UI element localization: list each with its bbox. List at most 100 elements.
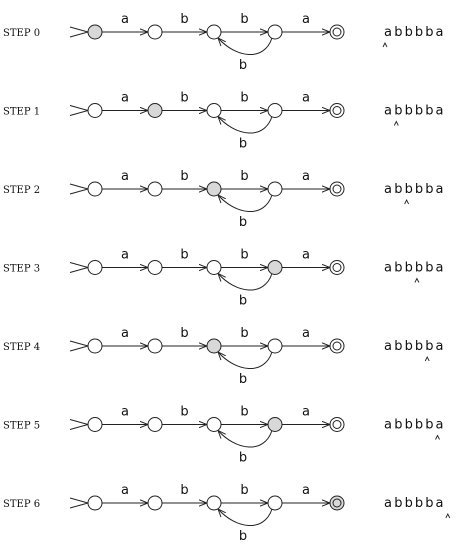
state-node: [267, 338, 283, 354]
start-arrow: [69, 105, 90, 116]
transition-label: b: [239, 372, 247, 387]
step-label: STEP 4: [3, 342, 40, 353]
transition-label: b: [180, 12, 188, 27]
transition-label: b: [240, 248, 248, 263]
state-node: [147, 495, 163, 511]
input-char: b: [425, 25, 433, 40]
transition-label: b: [180, 169, 188, 184]
input-char: a: [384, 261, 392, 276]
transition-label: b: [240, 326, 248, 341]
input-char: b: [415, 339, 423, 354]
input-char: b: [394, 261, 402, 276]
input-char: b: [415, 104, 423, 119]
back-transition-edge: [218, 352, 273, 369]
start-arrow: [69, 497, 90, 509]
back-transition-edge: [218, 117, 273, 134]
state-node: [87, 417, 103, 432]
transition-label: a: [121, 483, 129, 498]
input-char: a: [384, 418, 392, 433]
input-char: b: [405, 418, 413, 433]
input-char: b: [425, 418, 433, 433]
state-node: [147, 417, 163, 432]
start-arrow: [69, 262, 90, 273]
read-head-caret: [404, 198, 410, 205]
final-state-ring: [332, 27, 342, 37]
input-char: a: [436, 25, 444, 40]
state-node: [329, 338, 345, 354]
state-node: [329, 181, 345, 197]
input-char: b: [405, 25, 413, 40]
state-node: [87, 260, 103, 275]
input-char: b: [415, 496, 423, 511]
transition-label: a: [302, 248, 310, 263]
start-arrow: [69, 26, 90, 38]
transition-label: b: [239, 215, 247, 230]
input-char: b: [405, 339, 413, 354]
transition-label: b: [180, 248, 188, 263]
active-state-node: [267, 417, 283, 432]
transition-label: a: [302, 91, 310, 106]
transition-label: b: [180, 405, 188, 420]
input-char: b: [415, 25, 423, 40]
start-arrow: [69, 183, 90, 195]
input-char: a: [384, 104, 392, 119]
input-char: a: [436, 261, 444, 276]
transition-label: b: [240, 483, 248, 498]
state-node: [206, 103, 222, 118]
transition-label: a: [302, 169, 310, 184]
transition-label: a: [302, 483, 310, 498]
input-char: b: [425, 182, 433, 197]
state-node: [87, 103, 103, 118]
state-node: [147, 181, 163, 197]
state-node: [329, 24, 345, 40]
back-transition-edge: [218, 38, 273, 55]
transition-label: b: [180, 91, 188, 106]
transition-label: b: [239, 137, 247, 152]
input-char: b: [415, 418, 423, 433]
active-state-node: [329, 495, 345, 511]
input-char: a: [436, 496, 444, 511]
active-state-node: [147, 103, 163, 118]
input-char: b: [394, 182, 402, 197]
input-char: a: [436, 418, 444, 433]
transition-label: a: [121, 91, 129, 106]
input-char: a: [436, 182, 444, 197]
input-char: b: [405, 261, 413, 276]
final-state-ring: [332, 341, 342, 351]
start-arrow: [69, 419, 90, 430]
state-node: [147, 260, 163, 275]
transition-label: a: [302, 12, 310, 27]
read-head-caret: [393, 120, 399, 126]
state-node: [267, 495, 283, 511]
state-node: [87, 495, 103, 511]
transition-label: b: [180, 483, 188, 498]
input-char: b: [425, 261, 433, 276]
transition-label: a: [121, 169, 129, 184]
input-char: b: [394, 25, 402, 40]
transition-label: b: [240, 91, 248, 106]
back-transition-edge: [218, 509, 273, 526]
final-state-ring: [332, 498, 342, 508]
start-arrow: [69, 340, 90, 352]
transition-label: b: [240, 169, 248, 184]
input-char: a: [384, 25, 392, 40]
transition-label: a: [121, 405, 129, 420]
back-transition-edge: [218, 431, 273, 448]
input-char: b: [405, 496, 413, 511]
state-node: [329, 103, 345, 118]
step-label: STEP 2: [3, 185, 40, 196]
active-state-node: [206, 338, 222, 354]
input-char: b: [405, 182, 413, 197]
input-char: a: [436, 104, 444, 119]
input-char: b: [394, 104, 402, 119]
active-state-node: [267, 260, 283, 275]
input-char: b: [415, 261, 423, 276]
input-char: a: [384, 339, 392, 354]
read-head-caret: [424, 355, 430, 362]
state-node: [147, 338, 163, 354]
